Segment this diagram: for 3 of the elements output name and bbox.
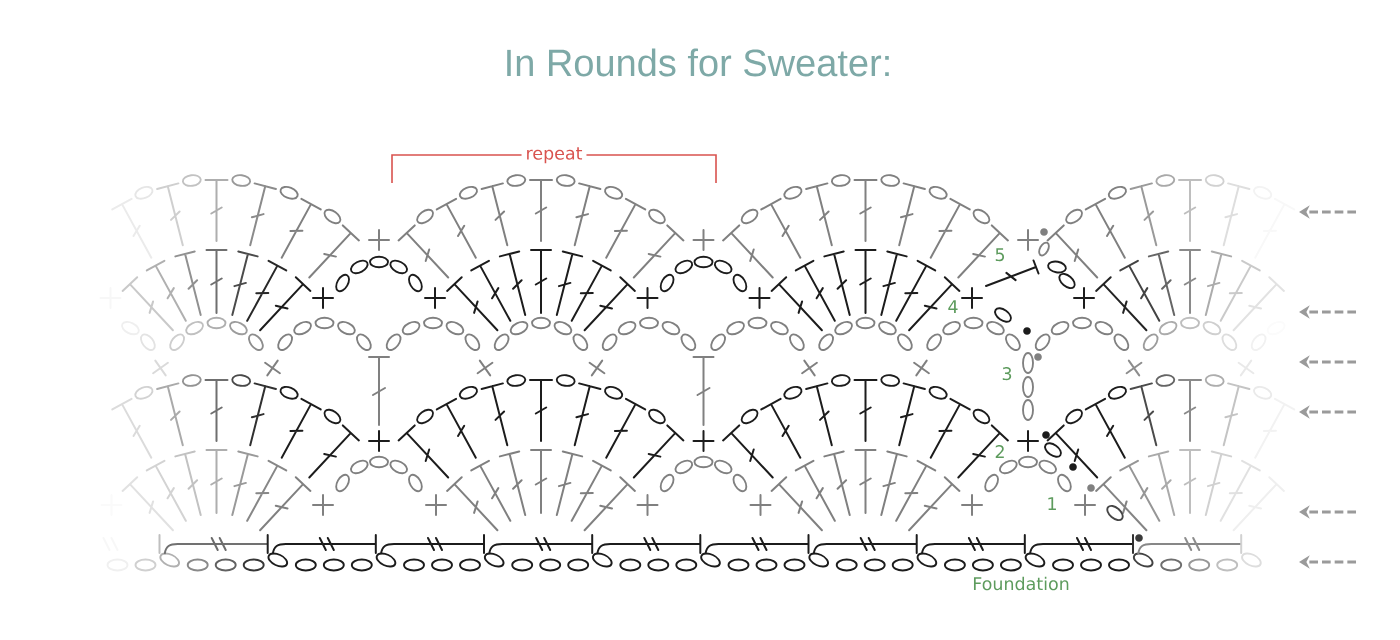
row-label: Foundation bbox=[973, 576, 1069, 591]
repeat-label: repeat bbox=[521, 143, 587, 168]
title: In Rounds for Sweater: bbox=[507, 48, 889, 77]
